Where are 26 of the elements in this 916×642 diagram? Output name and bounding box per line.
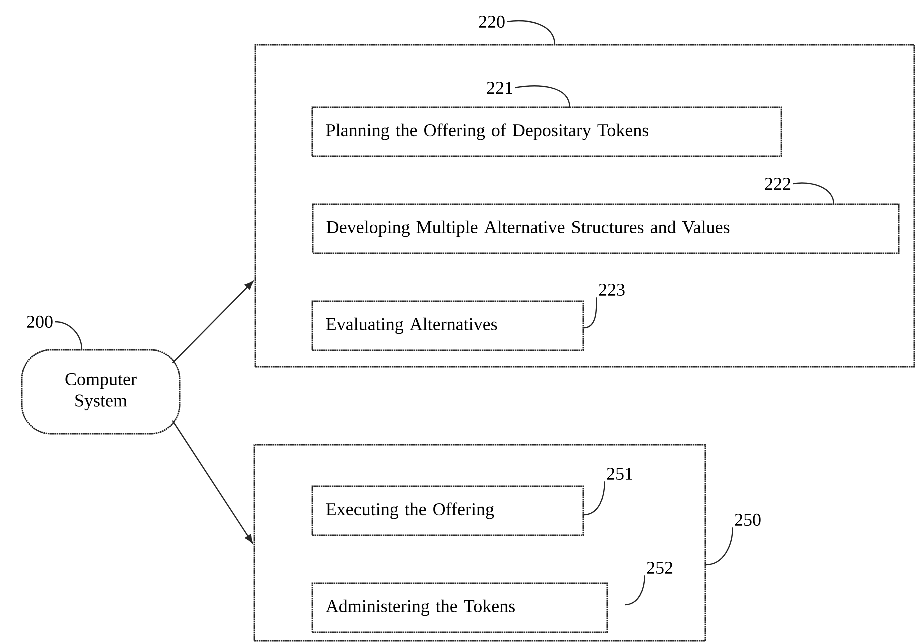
process-box: Evaluating Alternatives [312, 300, 584, 352]
group-box [254, 44, 916, 368]
reference-number: 221 [487, 82, 512, 94]
rounded-box: Computer System [21, 349, 181, 435]
leader-line [793, 182, 835, 206]
reference-number: 200 [27, 316, 53, 328]
leader-line [584, 482, 606, 516]
leader-line [55, 321, 83, 350]
arrow [172, 281, 254, 364]
reference-number: 222 [765, 178, 791, 190]
reference-number: 252 [647, 562, 673, 574]
leader-line [515, 86, 571, 108]
group-box [254, 444, 706, 642]
reference-number: 223 [599, 284, 625, 296]
leader-line [706, 528, 734, 566]
leader-line [507, 20, 556, 46]
reference-number: 220 [479, 16, 505, 28]
process-box: Planning the Offering of Depositary Tokens [312, 106, 782, 158]
process-box: Developing Multiple Alternative Structures and Values [312, 204, 900, 254]
process-box: Administering the Tokens [312, 582, 608, 634]
reference-number: 251 [607, 468, 632, 480]
process-box: Executing the Offering [312, 486, 584, 536]
leader-line [584, 298, 598, 329]
leader-line [624, 576, 646, 606]
arrow [172, 420, 254, 544]
reference-number: 250 [735, 514, 761, 526]
